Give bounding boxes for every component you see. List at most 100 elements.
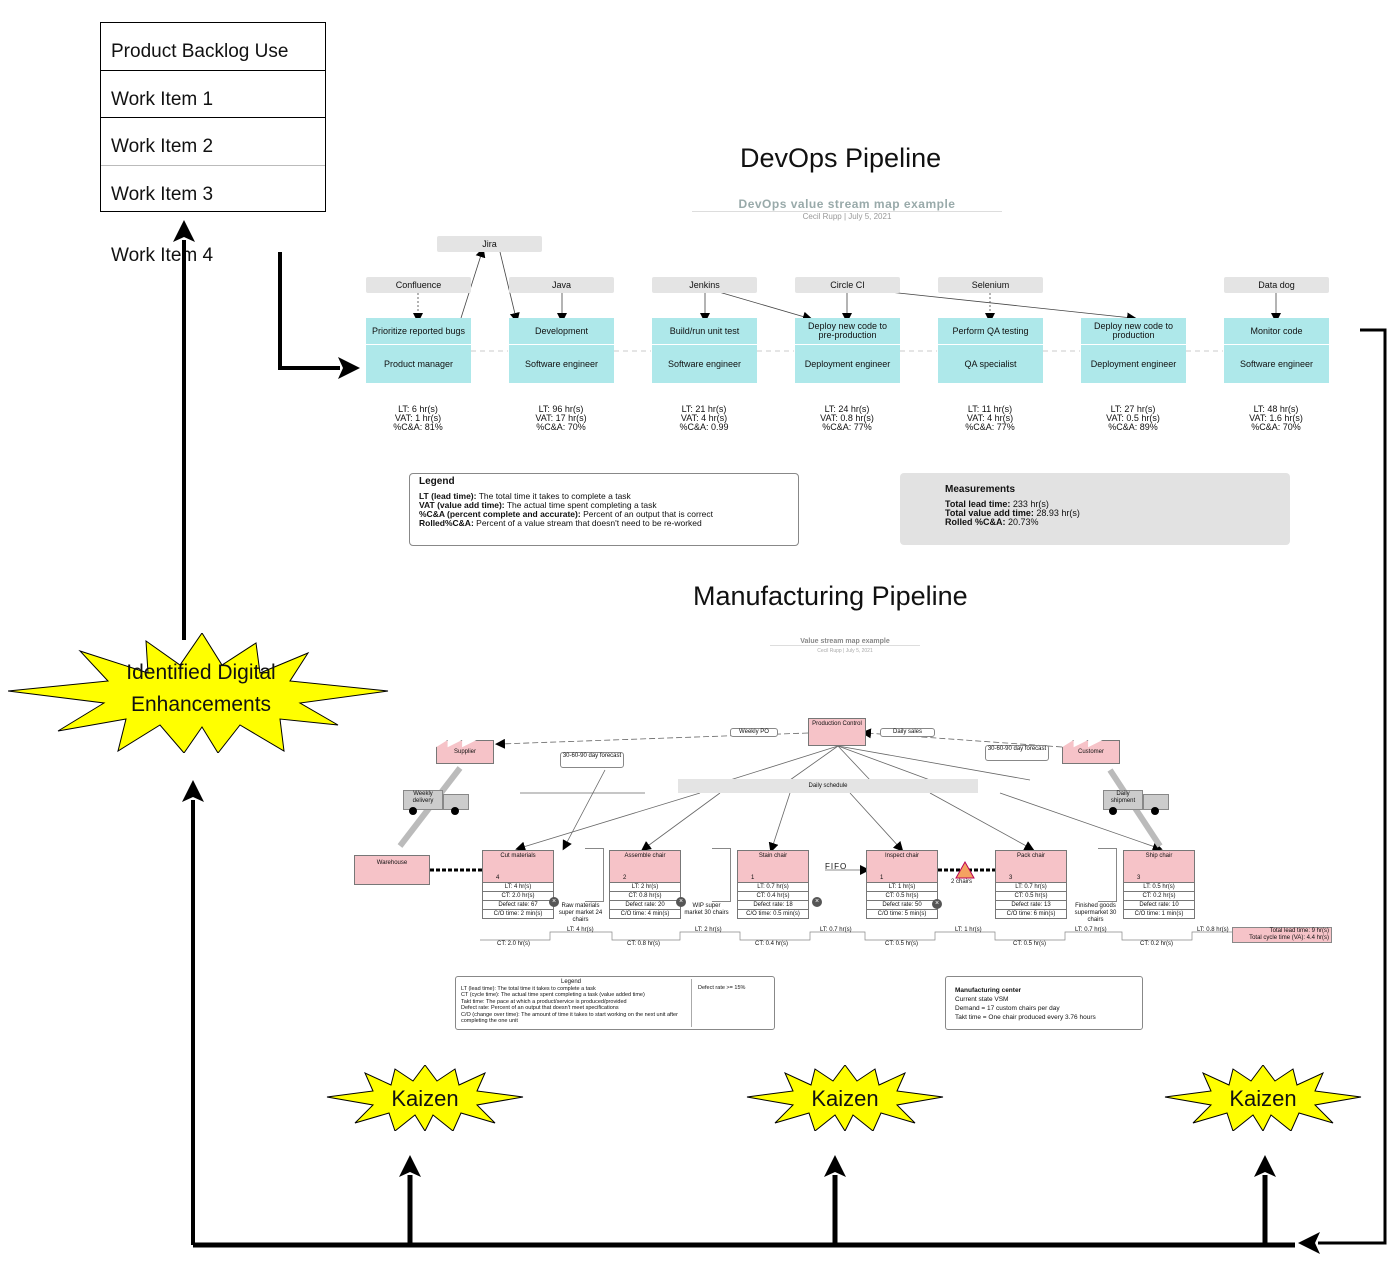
defect-x-icon: × [676,897,686,907]
devops-step: Build/run unit test Software engineer [652,318,757,383]
measurements-title: Measurements [945,484,1016,495]
devops-step: Prioritize reported bugs Product manager [366,318,471,383]
defect-x-icon: × [812,897,822,907]
manufacturing-center-box: Manufacturing center Current state VSM D… [945,976,1143,1030]
kaizen-starburst-icon [1164,1065,1362,1131]
mfg-process: Assemble chair LT: 2 hr(s) CT: 0.8 hr(s)… [609,850,681,919]
supermarket-icon [712,848,731,902]
step-task: Perform QA testing [938,318,1043,345]
process-name: Ship chair [1123,850,1195,883]
wait-lt: LT: 4 hr(s) [567,927,594,933]
kaizen-label: Kaizen [1229,1086,1297,1111]
weekly-delivery-label: Weekly delivery [403,790,443,810]
mfg-baseline-steps [480,931,1232,941]
wait-lt: LT: 1 hr(s) [955,927,982,933]
process-co: C/O time: 5 min(s) [866,910,938,919]
timeline-ct: CT: 0.5 hr(s) [885,941,919,947]
truck-icon: Weekly delivery [403,790,469,815]
process-ct: CT: 0.4 hr(s) [737,892,809,901]
step-role: Software engineer [1239,358,1314,369]
backlog-item[interactable]: Work Item 2 [101,118,325,166]
backlog-item[interactable]: Work Item 3 [111,183,214,205]
mfg-process: Stain chair LT: 0.7 hr(s) CT: 0.4 hr(s) … [737,850,809,919]
step-role: Product manager [383,358,454,369]
enhancements-starburst-icon [8,633,389,753]
truck-icon: Daily shipment [1103,790,1169,815]
raw-supermarket: Raw materials super market 24 chairs [558,903,603,923]
process-co: C/O time: 1 min(s) [1123,910,1195,919]
process-lt: LT: 0.7 hr(s) [995,883,1067,892]
forecast-left: 30-60-90 day forecast [560,752,624,768]
step-task: Monitor code [1224,318,1329,345]
timeline-ct: CT: 0.4 hr(s) [755,941,789,947]
process-defect: Defect rate: 10 [1123,901,1195,910]
process-ct: CT: 0.8 hr(s) [609,892,681,901]
warehouse: Warehouse [354,855,430,885]
step-metrics: LT: 96 hr(s)VAT: 17 hr(s)%C&A: 70% [535,404,587,432]
arrow-feedback-right [1298,328,1387,1254]
backlog-item-outside: Work Item 4 [111,245,214,266]
devops-step: Deploy new code to pre-production Deploy… [795,318,900,383]
production-control: Production Control [808,718,866,746]
legend-title: Legend [560,979,582,985]
process-lt: LT: 0.7 hr(s) [737,883,809,892]
kaizen-starburst-icon [326,1065,524,1131]
operator-count: 1 [880,875,884,881]
finished-supermarket: Finished goods supermarket 30 chairs [1074,903,1117,923]
step-role: Deployment engineer [804,358,891,369]
defect-note: Defect rate >= 15% [698,985,746,991]
mfg-process: Cut materials LT: 4 hr(s) CT: 2.0 hr(s) … [482,850,554,919]
devops-links [413,247,1281,352]
step-task: Build/run unit test [652,318,757,345]
process-name: Cut materials [482,850,554,883]
step-metrics: LT: 11 hr(s)VAT: 4 hr(s)%C&A: 77% [965,404,1015,432]
two-chairs-label: 2 chairs [951,879,973,885]
step-metrics: LT: 48 hr(s)VAT: 1.6 hr(s)%C&A: 70% [1249,404,1303,432]
step-role: Deployment engineer [1090,358,1177,369]
tool-java: Java [509,277,614,293]
timeline-ct: CT: 0.5 hr(s) [1013,941,1047,947]
backlog-item[interactable]: Work Item 1 [101,71,325,118]
devops-map-title: DevOps value stream map example [692,197,1002,212]
mfg-process: Ship chair LT: 0.5 hr(s) CT: 0.2 hr(s) D… [1123,850,1195,919]
inventory-triangle-icon [955,860,975,879]
operator-count: 2 [623,875,627,881]
total-cycle-time: Total cycle time (VA): 4.4 hr(s) [1232,935,1332,943]
fifo-label: FIFO [825,862,848,871]
process-ct: CT: 2.0 hr(s) [482,892,554,901]
mfg-links [397,728,1232,941]
process-co: C/O time: 6 min(s) [995,910,1067,919]
mfg-process: Inspect chair LT: 1 hr(s) CT: 0.5 hr(s) … [866,850,938,919]
kaizen-label: Kaizen [391,1086,459,1111]
step-role: Software engineer [524,358,599,369]
operator-count: 1 [751,875,755,881]
operator-count: 4 [496,875,500,881]
process-defect: Defect rate: 20 [609,901,681,910]
step-metrics: LT: 6 hr(s)VAT: 1 hr(s)%C&A: 81% [393,404,443,432]
mfg-process: Pack chair LT: 0.7 hr(s) CT: 0.5 hr(s) D… [995,850,1067,919]
process-name: Pack chair [995,850,1067,883]
arrow-into-devops [278,252,360,379]
wait-lt: LT: 0.7 hr(s) [820,927,852,933]
step-metrics: LT: 27 hr(s)VAT: 0.5 hr(s)%C&A: 89% [1106,404,1160,432]
process-defect: Defect rate: 13 [995,901,1067,910]
tool-circle-ci: Circle CI [795,277,900,293]
defect-x-icon: × [932,899,942,909]
process-defect: Defect rate: 18 [737,901,809,910]
mfg-legend: Legend LT (lead time): The total time it… [455,976,775,1030]
step-metrics: LT: 24 hr(s)VAT: 0.8 hr(s)%C&A: 77% [820,404,874,432]
process-name: Inspect chair [866,850,938,883]
tool-datadog: Data dog [1224,277,1329,293]
forecast-right: 30-60-90 day forecast [985,745,1049,761]
daily-schedule: Daily schedule [678,779,978,793]
process-defect: Defect rate: 67 [482,901,554,910]
manufacturing-heading: Manufacturing Pipeline [693,581,968,611]
process-lt: LT: 0.5 hr(s) [1123,883,1195,892]
step-role: QA specialist [964,358,1017,369]
mfg-byline: Cecil Rupp | July 5, 2021 [817,648,873,654]
process-lt: LT: 4 hr(s) [482,883,554,892]
operator-count: 3 [1009,875,1013,881]
step-metrics: LT: 21 hr(s)VAT: 4 hr(s)%C&A: 0.99 [679,404,729,432]
wait-lt: LT: 2 hr(s) [695,927,722,933]
